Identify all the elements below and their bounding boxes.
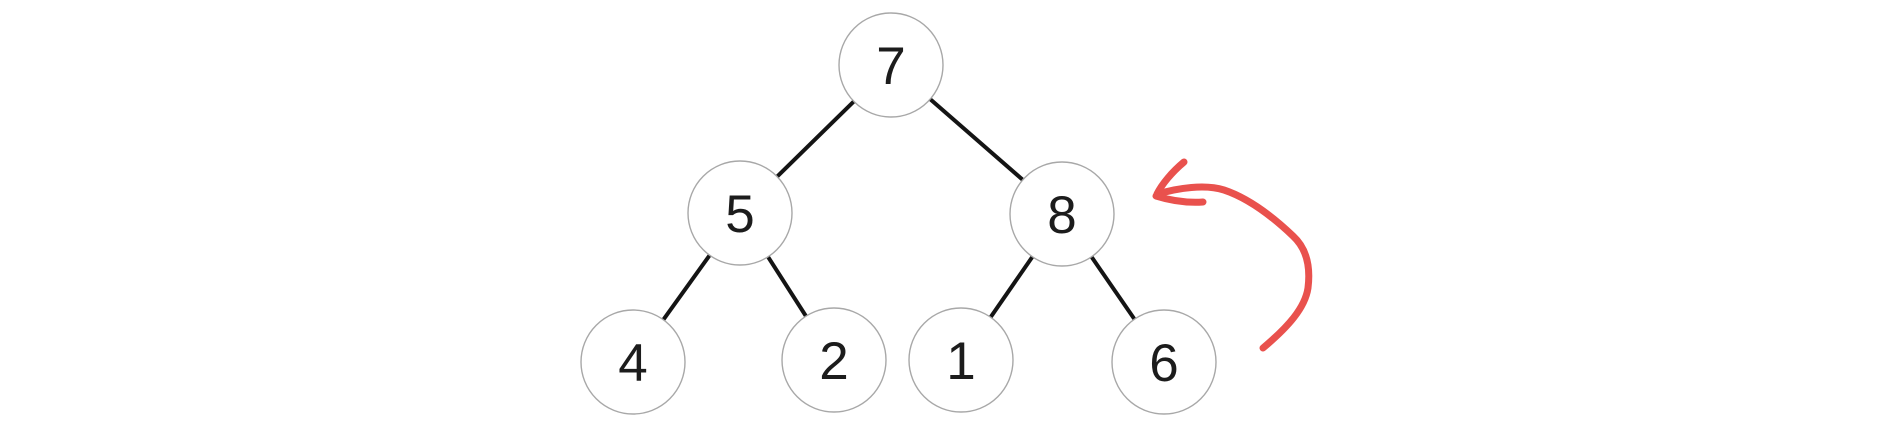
tree-node-circle (908, 307, 1014, 413)
tree-node-4: 4 (580, 309, 686, 415)
annotation-layer (1152, 158, 1313, 352)
tree-node-5: 5 (687, 160, 793, 266)
nodes-layer: 7 5 8 4 2 1 6 (580, 12, 1217, 415)
tree-node-2: 2 (781, 307, 887, 413)
tree-node-circle (580, 309, 686, 415)
tree-node-label: 4 (618, 334, 647, 393)
tree-node-circle (1111, 309, 1217, 415)
tree-node-circle (838, 12, 944, 118)
tree-node-1: 1 (908, 307, 1014, 413)
tree-node-label: 7 (876, 37, 905, 96)
tree-node-label: 6 (1149, 334, 1178, 393)
tree-node-8: 8 (1009, 161, 1115, 267)
tree-node-label: 8 (1047, 186, 1076, 245)
hand-drawn-arrow-head-lower-barb (1152, 192, 1207, 206)
tree-node-7: 7 (838, 12, 944, 118)
tree-node-label: 2 (819, 332, 848, 391)
tree-node-label: 1 (946, 332, 975, 391)
tree-node-label: 5 (725, 185, 754, 244)
tree-node-6: 6 (1111, 309, 1217, 415)
tree-node-circle (1009, 161, 1115, 267)
hand-drawn-arrow-head-upper-barb (1153, 158, 1188, 198)
tree-node-circle (781, 307, 887, 413)
hand-drawn-arrow-curve (1154, 183, 1313, 352)
tree-node-circle (687, 160, 793, 266)
